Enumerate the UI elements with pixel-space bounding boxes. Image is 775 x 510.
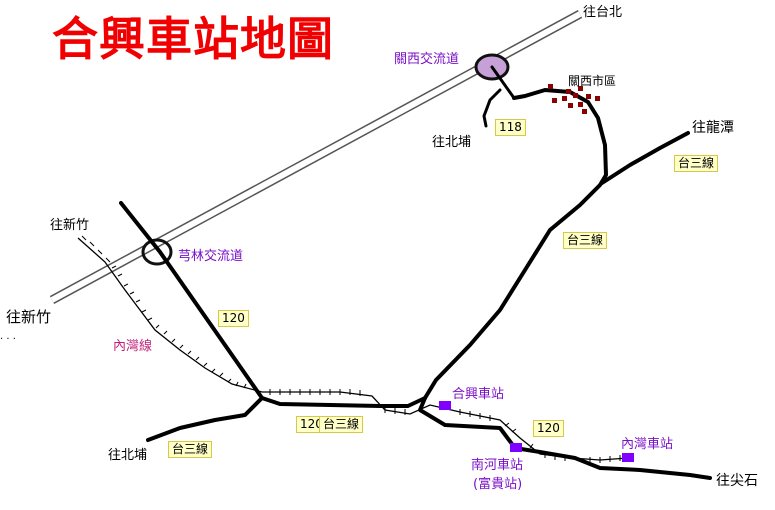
label-nanhe-alt: (富貴站): [473, 477, 523, 492]
road-120-northwest: [119, 201, 264, 400]
label-hexing-station: 合興車站: [452, 387, 505, 402]
road-tai3-west: [146, 396, 427, 442]
nanhe-station-marker: [510, 443, 522, 452]
tai3-badge-bottom-mid: 台三線: [319, 416, 364, 434]
road-118-badge: 118: [495, 119, 526, 137]
road-120-southeast: [418, 396, 712, 480]
label-to-beipu-bottom: 往北埔: [108, 448, 148, 463]
label-nanhe-station: 南河車站: [471, 458, 524, 473]
hexing-station-marker: [439, 401, 451, 410]
label-to-taipei: 往台北: [583, 5, 623, 20]
label-to-longtan: 往龍潭: [692, 120, 734, 136]
road-tai3-to-longtan: [600, 131, 690, 185]
tai3-badge-bottom-left: 台三線: [168, 441, 213, 459]
tai3-badge-right: 台三線: [674, 155, 719, 173]
label-qionglin-interchange: 芎林交流道: [178, 249, 244, 264]
road-120-badge-right: 120: [533, 420, 564, 438]
label-to-jianshi: 往尖石: [716, 473, 758, 489]
label-to-beipu-top: 往北埔: [432, 135, 472, 150]
label-to-hsinchu-left: 往新竹: [6, 308, 52, 326]
neiwan-railway: [77, 235, 629, 463]
label-neiwan-station: 內灣車站: [621, 437, 674, 452]
tai3-badge-mid: 台三線: [563, 232, 608, 250]
ellipsis-dots: · · ·: [0, 334, 16, 345]
label-to-hsinchu-top: 往新竹: [50, 218, 90, 233]
label-guanxi-interchange: 關西交流道: [394, 52, 460, 67]
label-guanxi-city: 關西市區: [568, 74, 617, 88]
road-120-badge-upper: 120: [218, 310, 249, 328]
map-title: 合興車站地圖: [52, 12, 334, 66]
road-118: [482, 65, 516, 128]
neiwan-station-marker: [622, 453, 634, 462]
guanxi-city-blocks: [548, 84, 600, 114]
label-neiwan-line: 內灣線: [113, 339, 153, 354]
qionglin-interchange-marker: [141, 238, 173, 266]
